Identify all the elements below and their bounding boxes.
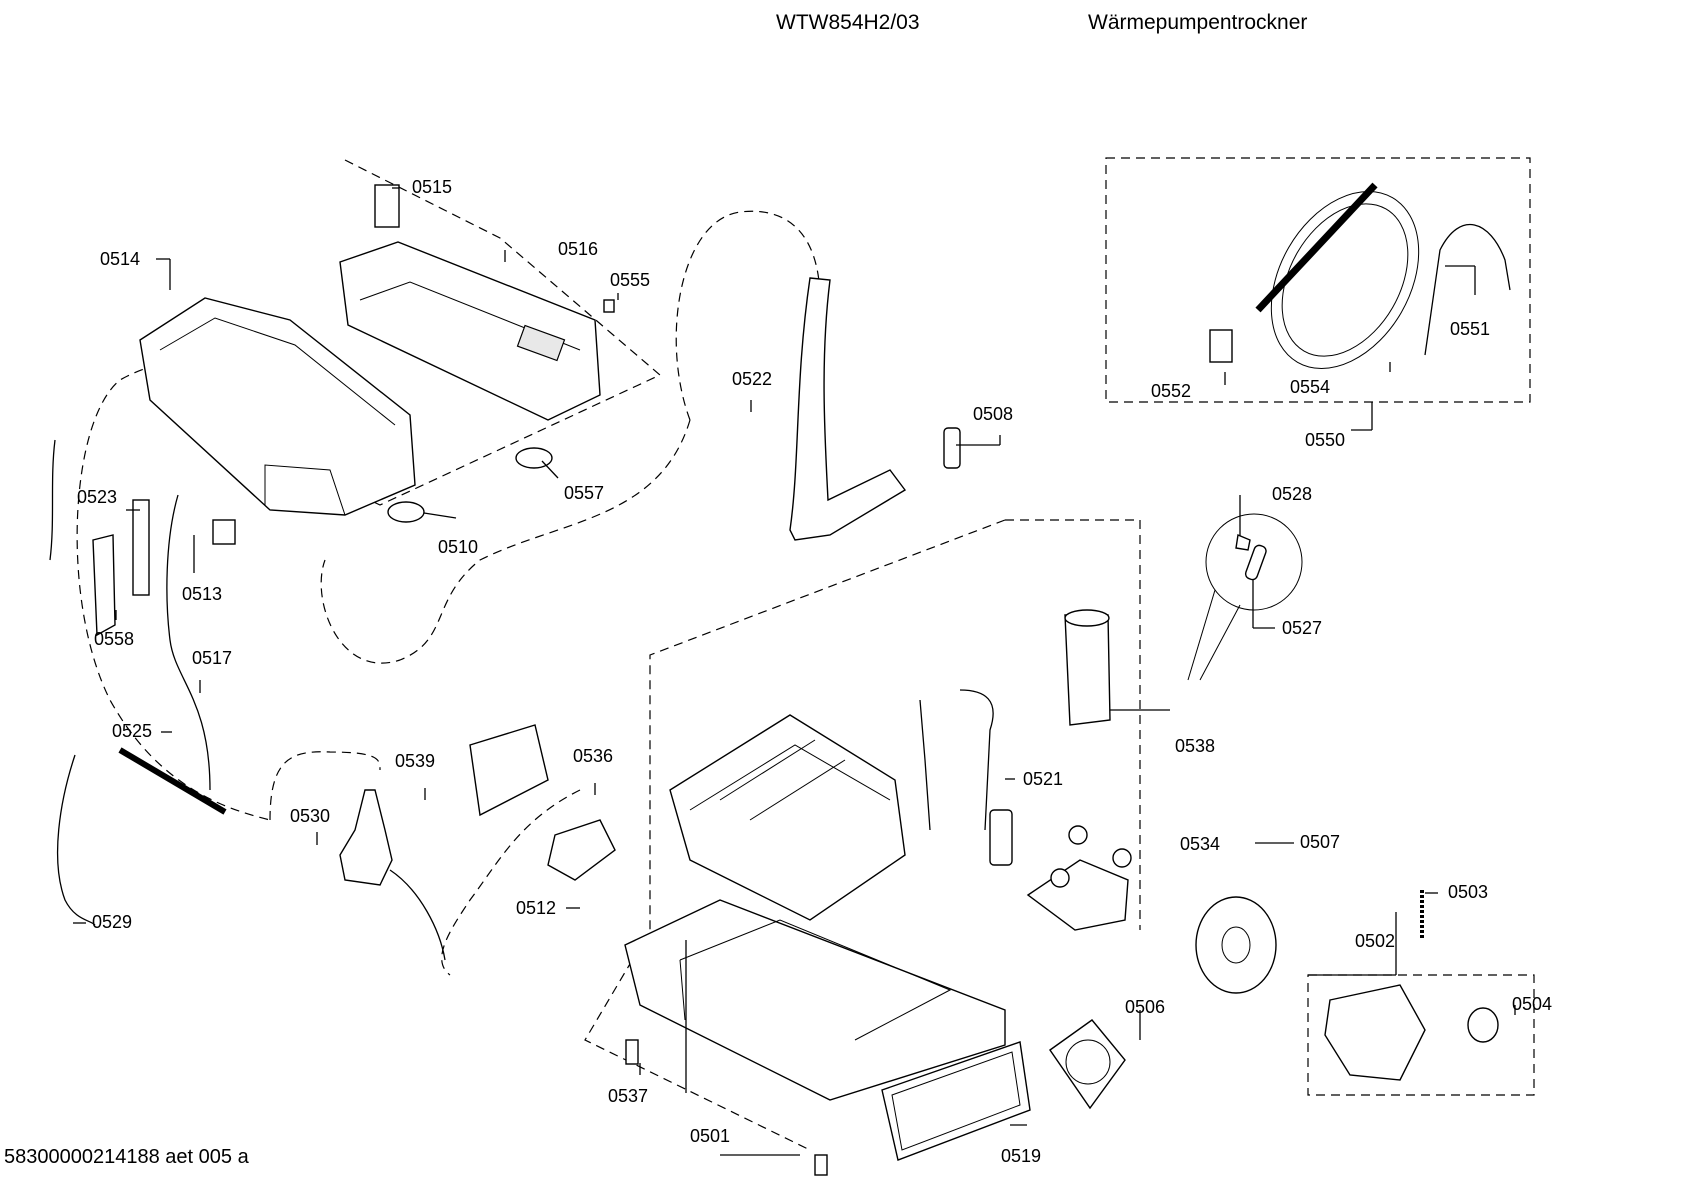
label-0510: 0510 [438,537,478,557]
label-0538: 0538 [1175,736,1215,756]
part-0534-shape [989,809,1013,866]
label-0504: 0504 [1512,994,1552,1014]
label-0554: 0554 [1290,377,1330,397]
label-0523: 0523 [77,487,117,507]
part-0508-shape [943,427,961,469]
label-0534: 0534 [1180,834,1220,854]
label-0555: 0555 [610,270,650,290]
part-0507-shape [1026,859,1129,931]
label-0527: 0527 [1282,618,1322,638]
label-0512: 0512 [516,898,556,918]
leader-lines [73,187,1516,1156]
part-0516-shape [339,241,601,421]
part-0522-shape [789,277,907,541]
label-0539: 0539 [395,751,435,771]
part-0523-shape [132,499,150,596]
part-0513-shape [212,519,236,545]
group-outlines [76,157,1535,1151]
label-0550: 0550 [1305,430,1345,450]
label-0507: 0507 [1300,832,1340,852]
label-0525: 0525 [112,721,152,741]
label-0516: 0516 [558,239,598,259]
label-0514: 0514 [100,249,140,269]
label-0502: 0502 [1355,931,1395,951]
label-0551: 0551 [1450,319,1490,339]
part-0506-shape [1049,1019,1126,1110]
part-0551-shape [1424,223,1511,356]
appliance-description: Wärmepumpentrockner [1088,11,1308,34]
label-0522: 0522 [732,369,772,389]
part-shapes [49,182,1511,1176]
label-0503: 0503 [1448,882,1488,902]
label-0530: 0530 [290,806,330,826]
label-0528: 0528 [1272,484,1312,504]
part-0537-shape [625,1039,639,1065]
part-0528-shape [1235,534,1251,551]
label-0517: 0517 [192,648,232,668]
label-0557: 0557 [564,483,604,503]
part-0510-shape [387,501,425,523]
part-0514-shape [139,297,416,516]
model-number: WTW854H2/03 [776,11,920,34]
part-0512-shape [547,819,616,881]
part-0525-shape [118,747,227,815]
label-0506: 0506 [1125,997,1165,1017]
part-labels: 0514 0515 0516 0555 0557 0510 0522 0508 … [77,177,1552,1166]
label-0515: 0515 [412,177,452,197]
label-0521: 0521 [1023,769,1063,789]
part-0527-shape [1244,544,1267,581]
part-0515-shape [374,184,400,228]
label-0536: 0536 [573,746,613,766]
part-0538-shape [1064,614,1111,726]
part-0519-shape [881,1041,1031,1161]
part-0552-shape [1209,329,1233,363]
label-0508: 0508 [973,404,1013,424]
part-0529-shape [49,439,96,926]
label-0552: 0552 [1151,381,1191,401]
part-0539-shape [469,724,549,817]
label-0519: 0519 [1001,1146,1041,1166]
part-0501-shape [624,899,1006,1101]
part-0504-shape [1467,1007,1499,1043]
part-fan-wheel-shape [1195,896,1277,994]
part-0555-shape [603,299,615,313]
label-0513: 0513 [182,584,222,604]
label-0558: 0558 [94,629,134,649]
part-0521-shape [669,714,906,921]
part-0502-shape [1324,984,1426,1081]
label-0537: 0537 [608,1086,648,1106]
document-id: 58300000214188 aet 005 a [4,1146,249,1168]
part-0517-shape [166,494,211,791]
part-0554-shape [1270,191,1420,369]
label-0501: 0501 [690,1126,730,1146]
label-0529: 0529 [92,912,132,932]
part-0558-shape [92,534,116,637]
part-0530-shape [339,789,393,886]
